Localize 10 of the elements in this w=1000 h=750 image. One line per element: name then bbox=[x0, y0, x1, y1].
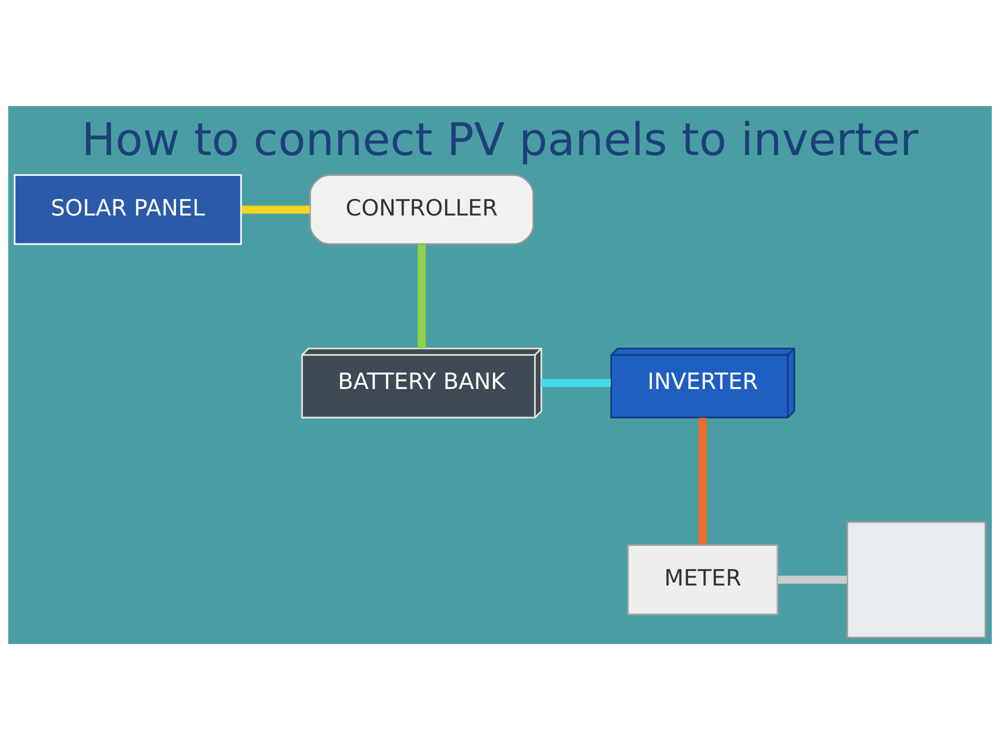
node-box bbox=[846, 521, 986, 638]
node-box: METER bbox=[627, 544, 778, 616]
connector bbox=[418, 244, 426, 348]
connector bbox=[778, 576, 848, 584]
node-box: CONTROLLER bbox=[309, 174, 534, 245]
connector bbox=[698, 418, 707, 545]
connector bbox=[541, 379, 611, 388]
node-box: SOLAR PANEL bbox=[14, 174, 242, 245]
connector bbox=[241, 206, 310, 214]
diagram-title: How to connect PV panels to inverter bbox=[82, 112, 918, 166]
